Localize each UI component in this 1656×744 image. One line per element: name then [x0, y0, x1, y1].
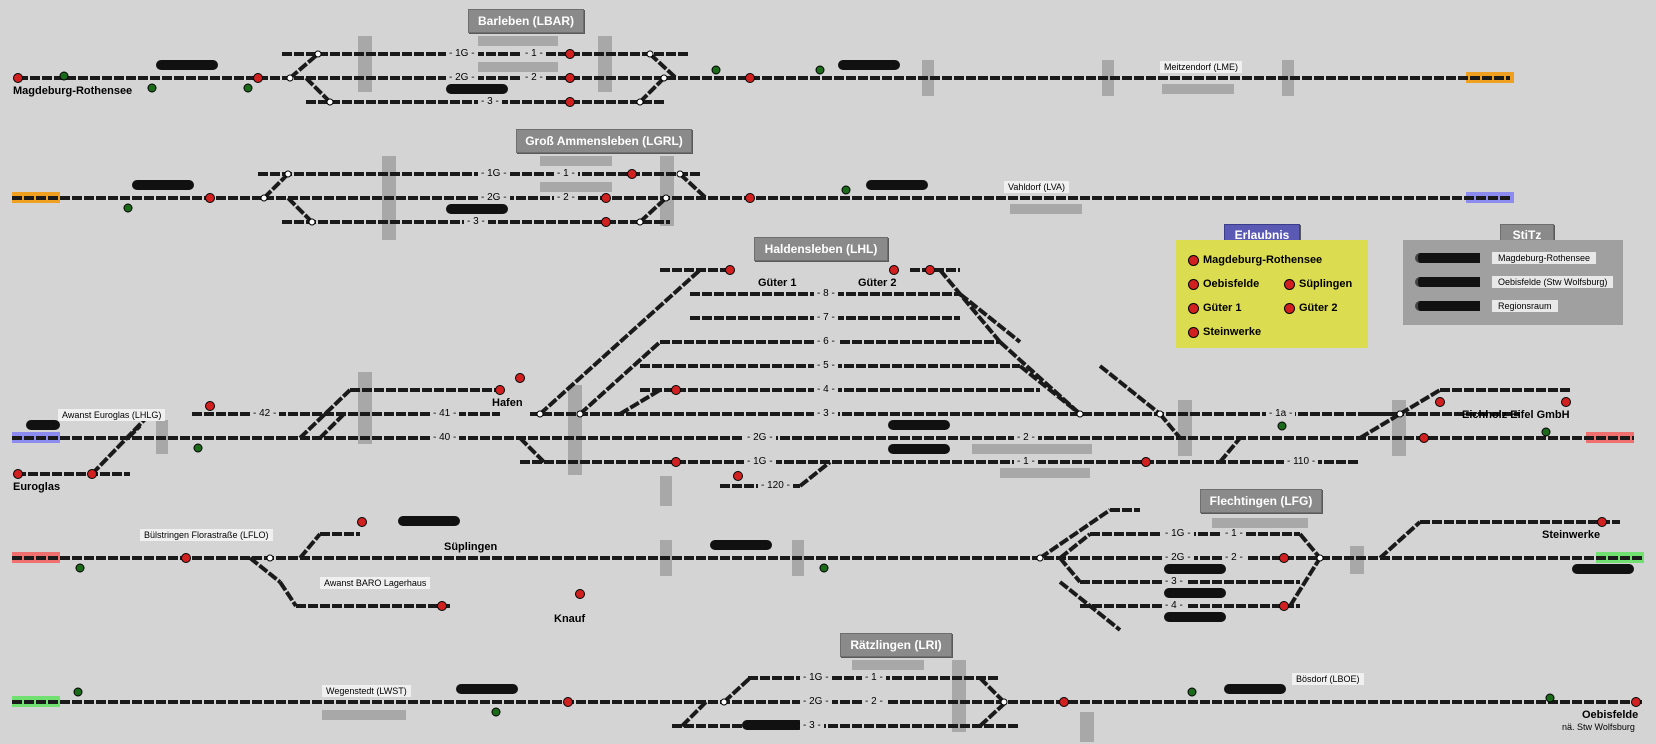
- track-label: - 3 -: [1162, 576, 1186, 588]
- stitz-item[interactable]: Magdeburg-Rothensee: [1415, 252, 1597, 264]
- signal-icon: [1188, 302, 1199, 314]
- place-oebisfelde: Oebisfelde: [1582, 709, 1639, 721]
- track-label: - 2G -: [744, 432, 776, 444]
- stitz-item[interactable]: Regionsraum: [1415, 300, 1558, 312]
- track-label: - 1G -: [1162, 528, 1194, 540]
- track-label: - 1 -: [862, 672, 886, 684]
- place-magdeburg-rothensee: Magdeburg-Rothensee: [13, 85, 133, 97]
- erlaubnis-item-magdeburg[interactable]: Magdeburg-Rothensee: [1188, 254, 1322, 266]
- erlaubnis-item-oebisfelde[interactable]: Oebisfelde: [1188, 278, 1259, 290]
- place-sueplingen: Süplingen: [444, 541, 498, 553]
- track-label: - 1 -: [554, 168, 578, 180]
- track-label: - 8 -: [814, 288, 838, 300]
- switch-points: [260, 50, 1404, 706]
- track-label: - 1 -: [1014, 456, 1038, 468]
- erlaubnis-item-gueter1[interactable]: Güter 1: [1188, 302, 1242, 314]
- place-wegenstedt: Wegenstedt (LWST): [322, 685, 411, 697]
- place-eichholz: Eichholz Eifel GmbH: [1462, 409, 1570, 421]
- place-boesdorf: Bösdorf (LBOE): [1292, 673, 1364, 685]
- signal-icon: [1284, 302, 1295, 314]
- station-header-barleben[interactable]: Barleben (LBAR): [468, 9, 584, 33]
- section-blocks: [156, 36, 1406, 742]
- track-label: - 1G -: [800, 672, 832, 684]
- track-label: - 1G -: [478, 168, 510, 180]
- signal-icon: [1188, 254, 1199, 266]
- track-label: - 2 -: [1014, 432, 1038, 444]
- place-knauf: Knauf: [554, 613, 586, 625]
- display-icon: [1415, 301, 1480, 311]
- track-label: - 42 -: [250, 408, 280, 420]
- place-awanst-euroglas: Awanst Euroglas (LHLG): [58, 409, 166, 421]
- track-label: - 2G -: [800, 696, 832, 708]
- track-label: - 7 -: [814, 312, 838, 324]
- place-hafen: Hafen: [492, 397, 523, 409]
- stitz-panel: Magdeburg-Rothensee Oebisfelde (Stw Wolf…: [1403, 240, 1623, 325]
- place-vahldorf: Vahldorf (LVA): [1004, 181, 1070, 193]
- track-label: - 41 -: [430, 408, 460, 420]
- track-label: - 3 -: [464, 216, 488, 228]
- track-label: - 3 -: [478, 96, 502, 108]
- erlaubnis-panel: Magdeburg-Rothensee Oebisfelde Süplingen…: [1176, 240, 1368, 348]
- track-label: - 1 -: [1222, 528, 1246, 540]
- display-icon: [1415, 277, 1480, 287]
- station-header-gross-ammensleben[interactable]: Groß Ammensleben (LGRL): [516, 129, 692, 153]
- station-header-raetzlingen[interactable]: Rätzlingen (LRI): [840, 633, 952, 657]
- signal-icon: [1188, 326, 1199, 338]
- place-gueter2: Güter 2: [858, 277, 897, 289]
- track-label: - 2G -: [478, 192, 510, 204]
- track-label: - 4 -: [814, 384, 838, 396]
- track-label: - 40 -: [430, 432, 460, 444]
- track-label: - 120 -: [758, 480, 793, 492]
- erlaubnis-item-steinwerke[interactable]: Steinwerke: [1188, 326, 1261, 338]
- track-label: - 2G -: [1162, 552, 1194, 564]
- track-label: - 1G -: [744, 456, 776, 468]
- track-label: - 6 -: [814, 336, 838, 348]
- place-awanst-baro: Awanst BARO Lagerhaus: [320, 577, 431, 589]
- place-gueter1: Güter 1: [758, 277, 797, 289]
- track-label: - 2 -: [862, 696, 886, 708]
- signals-green: [59, 65, 1555, 717]
- track-label: - 110 -: [1284, 456, 1319, 468]
- track-label: - 2 -: [554, 192, 578, 204]
- track-label: - 2 -: [522, 72, 546, 84]
- track-label: - 1a -: [1266, 408, 1296, 420]
- display-icon: [1415, 253, 1480, 263]
- signal-icon: [1284, 278, 1295, 290]
- place-oebisfelde-sub: nä. Stw Wolfsburg: [1562, 722, 1635, 732]
- signals-red: [13, 49, 1641, 707]
- track-label: - 1G -: [446, 48, 478, 60]
- track-label: - 4 -: [1162, 600, 1186, 612]
- signal-icon: [1188, 278, 1199, 290]
- erlaubnis-item-gueter2[interactable]: Güter 2: [1284, 302, 1338, 314]
- stitz-item[interactable]: Oebisfelde (Stw Wolfsburg): [1415, 276, 1614, 288]
- train-number-displays: [26, 60, 1634, 730]
- station-header-haldensleben[interactable]: Haldensleben (LHL): [754, 237, 888, 261]
- erlaubnis-item-sueplingen[interactable]: Süplingen: [1284, 278, 1352, 290]
- track-label: - 3 -: [814, 408, 838, 420]
- place-euroglas: Euroglas: [13, 481, 61, 493]
- place-buelstringen: Bülstringen Florastraße (LFLO): [140, 529, 273, 541]
- track-label: - 2G -: [446, 72, 478, 84]
- station-header-flechtingen[interactable]: Flechtingen (LFG): [1200, 489, 1322, 513]
- place-steinwerke: Steinwerke: [1542, 529, 1601, 541]
- track-label: - 1 -: [522, 48, 546, 60]
- place-meitzendorf: Meitzendorf (LME): [1160, 61, 1243, 73]
- track-label: - 5 -: [814, 360, 838, 372]
- track-label: - 3 -: [800, 720, 824, 732]
- track-label: - 2 -: [1222, 552, 1246, 564]
